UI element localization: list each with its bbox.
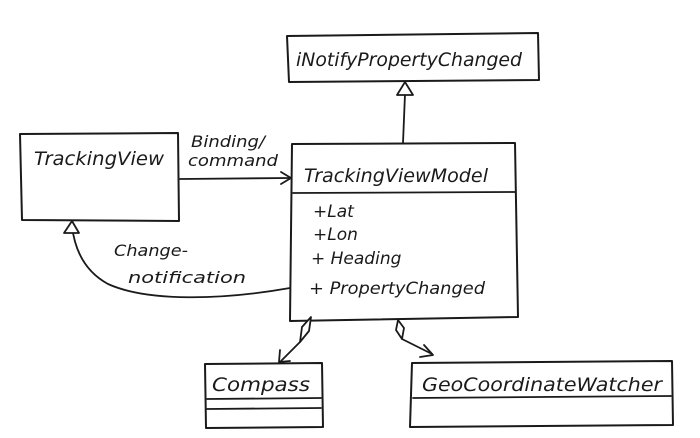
compass-aggregation-arrowhead (278, 349, 291, 363)
geo-aggregation-diamond (395, 319, 405, 340)
binding-label-line2: command (188, 151, 279, 170)
compass-class-box: Compass (204, 362, 324, 429)
view-model-member: +Lat (313, 202, 355, 222)
view-model-divider (292, 191, 516, 194)
tracking-view-class-box: TrackingView (19, 132, 180, 222)
geo-watcher-class-box: GeoCoordinateWatcher (409, 360, 674, 428)
view-model-member: + Heading (311, 249, 402, 269)
inheritance-arrowhead (396, 81, 414, 96)
geo-aggregation-line (401, 338, 433, 355)
compass-divider (206, 407, 322, 410)
compass-class-name: Compass (212, 374, 310, 396)
change-notification-label-line1: Change- (114, 241, 188, 260)
view-model-class-name: TrackingViewModel (304, 165, 489, 187)
geo-watcher-class-name: GeoCoordinateWatcher (422, 374, 663, 396)
inheritance-line (402, 93, 406, 144)
view-model-class-box: TrackingViewModel +Lat +Lon + Heading + … (289, 142, 519, 322)
view-model-member: + PropertyChanged (309, 279, 485, 299)
change-notification-label-line2: notification (128, 268, 246, 287)
inotify-class-name: iNotifyPropertyChanged (296, 49, 523, 71)
compass-aggregation-line (280, 341, 301, 362)
tracking-view-class-name: TrackingView (34, 148, 164, 170)
geo-aggregation-arrowhead (419, 344, 434, 358)
geo-watcher-divider (412, 395, 672, 399)
view-model-member: +Lon (313, 225, 358, 245)
change-notification-line (71, 225, 291, 299)
change-notification-arrowhead (63, 220, 80, 234)
binding-label-line1: Binding/ (191, 132, 267, 151)
compass-divider (206, 397, 322, 400)
inotify-class-box: iNotifyPropertyChanged (286, 32, 540, 83)
binding-line (179, 177, 291, 180)
